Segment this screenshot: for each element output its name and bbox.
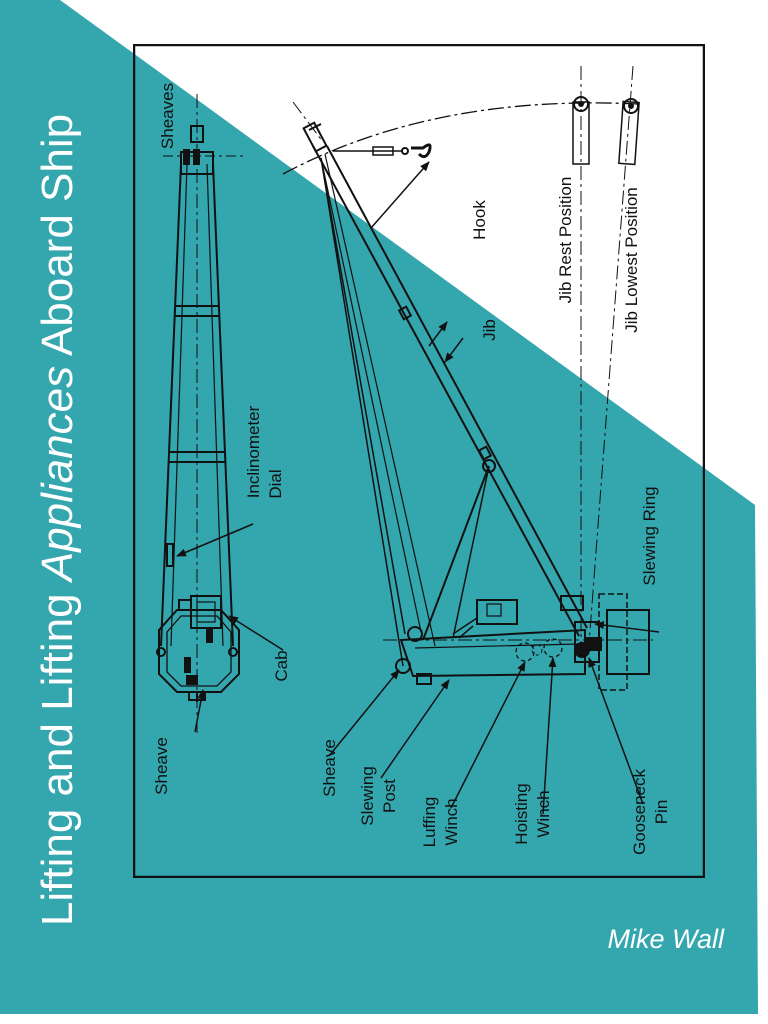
diagram-frame [133, 44, 705, 878]
label-cab: Cab [272, 650, 291, 681]
book-title: Lifting and Lifting Appliances Aboard Sh… [28, 70, 88, 970]
inclinometer-dial-marker [166, 543, 174, 567]
label-jib-lowest-position: Jib Lowest Position [622, 187, 641, 333]
gooseneck-pin [574, 642, 590, 658]
jib-luffing-arc [282, 102, 639, 175]
label-sheave-plan: Sheave [152, 737, 171, 795]
slewing-post-body [399, 628, 586, 678]
label-sheave-side: Sheave [320, 739, 339, 797]
hook-shape [411, 143, 432, 159]
label-jib-rest-position: Jib Rest Position [556, 177, 575, 304]
teal-diagonal-band [0, 0, 758, 1014]
label-slewing-ring: Slewing Ring [640, 486, 659, 585]
label-slewing: Slewing [358, 766, 377, 826]
author-name: Mike Wall [607, 924, 724, 954]
luffing-winch-drum [515, 642, 535, 662]
label-hook: Hook [470, 200, 489, 240]
side-view-crane [282, 65, 653, 691]
label-hoisting: Hoisting [512, 783, 531, 844]
slewing-ring [598, 593, 628, 691]
label-dial: Dial [266, 469, 285, 498]
label-luffing-winch: Winch [442, 798, 461, 845]
title-part-3: Aboard Ship [33, 113, 82, 366]
jib-lowest-line [588, 65, 634, 645]
label-inclinometer: Inclinometer [244, 405, 263, 498]
side-sheave-top [407, 626, 423, 642]
label-hoisting-winch: Winch [534, 790, 553, 837]
title-part-2: Appliances [33, 365, 82, 582]
crane-diagram: Sheaves Inclinometer Dial Cab Sheave Hoo… [133, 44, 705, 878]
plan-view-crane [156, 94, 243, 734]
label-jib: Jib [480, 319, 499, 341]
title-part-1: Lifting and Lifting [33, 581, 82, 927]
label-sheaves: Sheaves [158, 83, 177, 149]
leader-arrows [176, 161, 660, 815]
slewing-pedestal [606, 609, 650, 675]
diagram-labels: Sheaves Inclinometer Dial Cab Sheave Hoo… [152, 83, 671, 855]
side-sheave-bottom [395, 658, 411, 674]
cab-outline [190, 595, 222, 629]
label-gooseneck: Gooseneck [630, 769, 649, 855]
label-luffing: Luffing [420, 797, 439, 848]
label-pin: Pin [652, 800, 671, 825]
plan-turret [158, 609, 240, 693]
hoisting-winch-drum [543, 638, 563, 658]
jib-boom [312, 145, 580, 637]
label-post: Post [380, 779, 399, 813]
sheave-block [183, 149, 190, 165]
